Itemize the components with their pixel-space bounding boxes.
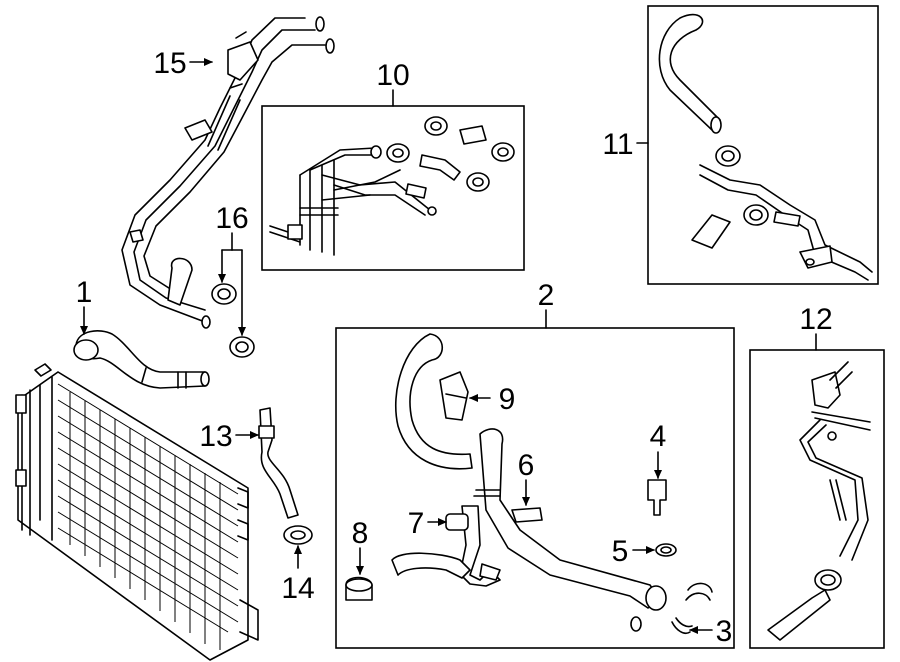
callout-9: 9 <box>499 383 516 416</box>
callout-lines <box>80 58 817 634</box>
callout-8: 8 <box>352 517 369 550</box>
part-16-clamps <box>211 283 255 358</box>
callout-1: 1 <box>76 276 93 309</box>
radiator <box>15 363 259 661</box>
part-14-clamp <box>283 525 313 545</box>
callout-labels: 1 2 3 4 5 6 7 8 9 10 11 12 13 14 15 16 <box>76 47 833 648</box>
part-1-hose <box>73 330 210 389</box>
callout-13: 13 <box>199 420 232 453</box>
box-10 <box>261 105 525 271</box>
box-12 <box>749 349 885 649</box>
box-2 <box>335 327 735 649</box>
part-13-hose <box>258 407 299 519</box>
callout-16: 16 <box>215 202 248 235</box>
callout-2: 2 <box>538 279 555 312</box>
callout-10: 10 <box>376 59 409 92</box>
box-11 <box>647 5 879 285</box>
callout-12: 12 <box>799 303 832 336</box>
callout-11: 11 <box>602 128 633 161</box>
callout-6: 6 <box>518 449 535 482</box>
callout-15: 15 <box>153 47 186 80</box>
callout-14: 14 <box>281 572 314 605</box>
callout-7: 7 <box>408 507 425 540</box>
part-15-pipes <box>121 16 335 329</box>
callout-5: 5 <box>612 535 629 568</box>
callout-3: 3 <box>716 615 733 648</box>
callout-4: 4 <box>650 420 667 453</box>
